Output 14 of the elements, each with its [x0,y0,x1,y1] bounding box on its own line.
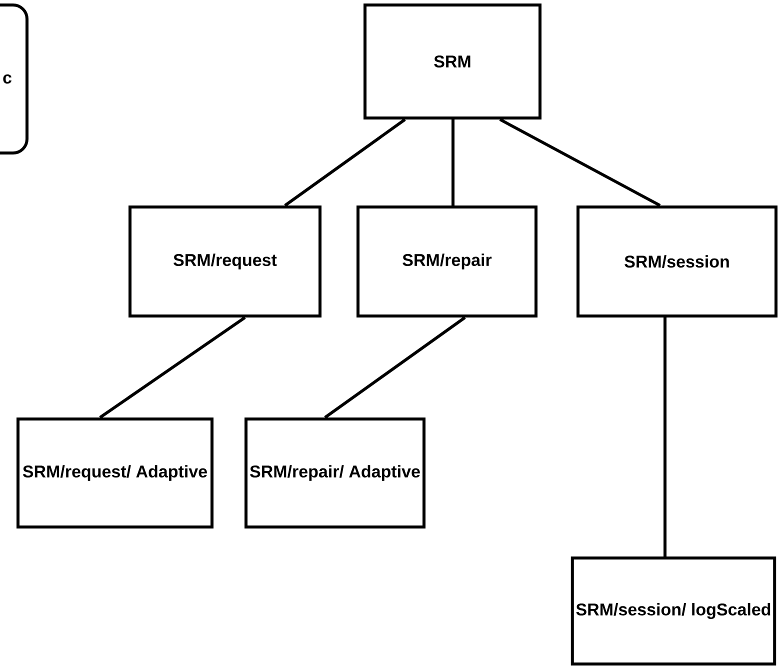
process-box: SRM/session/ logScaled [570,556,776,666]
process-box: SRM/repair [356,205,538,318]
process-box: SRM/session [576,205,778,318]
process-box: SRM/repair/ Adaptive [244,417,426,528]
connector-line [664,317,666,556]
process-box: SRM/request [128,205,322,318]
connector-line [499,118,661,207]
process-box: SRM [364,3,542,120]
connector-line [324,316,466,419]
connector-line [284,118,406,207]
process-box: SRM/request/ Adaptive [16,417,214,528]
connector-line [99,316,246,419]
rounded-box: c [0,3,28,154]
connector-line [452,119,454,206]
